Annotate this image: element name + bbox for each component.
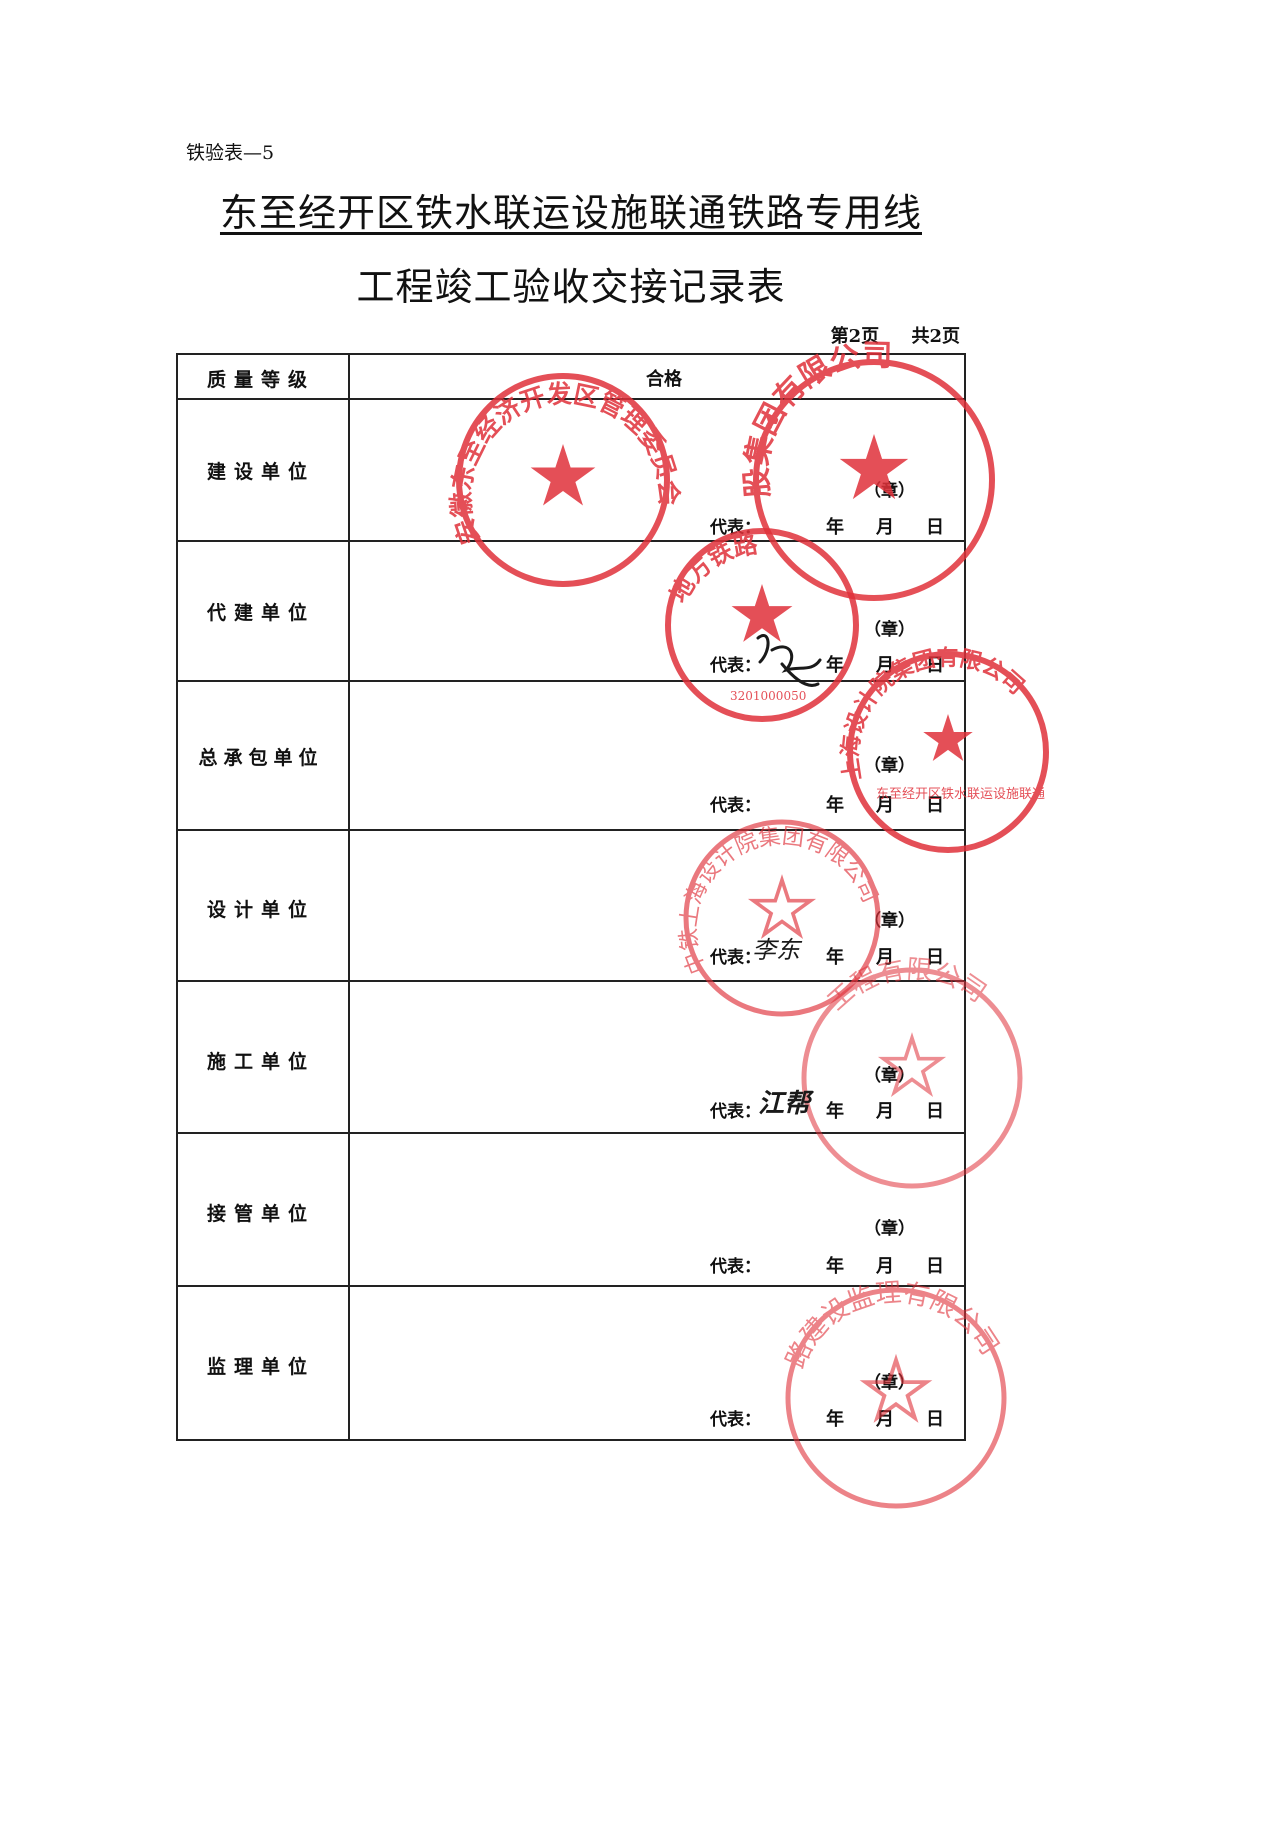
row-label: 总承包单位 [198, 747, 324, 769]
date-month: 月 [876, 795, 894, 816]
seal-placeholder: （章） [864, 1066, 915, 1086]
date-day: 日 [926, 1409, 944, 1430]
row-divider [176, 540, 966, 542]
column-divider [348, 353, 350, 1441]
row-divider [176, 1132, 966, 1134]
row-label: 代建单位 [206, 602, 315, 624]
row-divider [176, 398, 966, 400]
document-subtitle: 工程竣工验收交接记录表 [356, 265, 786, 309]
date-day: 日 [926, 947, 944, 968]
quality-label: 质量等级 [206, 369, 315, 391]
page-number: 第2页 [830, 326, 880, 347]
row-label: 施工单位 [206, 1051, 315, 1073]
date-year: 年 [826, 795, 844, 816]
representative-label: 代表： [710, 656, 761, 676]
representative-label: 代表： [710, 1102, 761, 1122]
date-day: 日 [926, 655, 944, 676]
date-day: 日 [926, 795, 944, 816]
date-month: 月 [876, 947, 894, 968]
date-day: 日 [926, 1101, 944, 1122]
seal-placeholder: （章） [864, 620, 915, 640]
date-month: 月 [876, 517, 894, 538]
representative-label: 代表： [710, 1410, 761, 1430]
date-year: 年 [826, 655, 844, 676]
date-month: 月 [876, 655, 894, 676]
row-label: 设计单位 [206, 899, 315, 921]
table-border-top [176, 353, 966, 355]
row-divider [176, 680, 966, 682]
form-code: 铁验表—5 [186, 142, 275, 164]
seal-placeholder: （章） [864, 756, 915, 776]
date-month: 月 [876, 1101, 894, 1122]
seal-placeholder: （章） [864, 481, 915, 501]
seal-placeholder: （章） [864, 1373, 915, 1393]
date-year: 年 [826, 1256, 844, 1277]
acceptance-table: 质量等级 合格 建设单位 代表： 年 月 日 （章） 代建单位 （章） 代表： … [176, 353, 966, 1441]
date-year: 年 [826, 1101, 844, 1122]
row-divider [176, 980, 966, 982]
row-label: 接管单位 [206, 1203, 315, 1225]
row-label: 监理单位 [206, 1356, 315, 1378]
date-year: 年 [826, 1409, 844, 1430]
seal-placeholder: （章） [864, 1219, 915, 1239]
row-divider [176, 1285, 966, 1287]
date-day: 日 [926, 517, 944, 538]
page-total: 共2页 [911, 326, 960, 347]
date-year: 年 [826, 947, 844, 968]
date-month: 月 [876, 1256, 894, 1277]
table-border-left [176, 353, 178, 1441]
document-title: 东至经开区铁水联运设施联通铁路专用线 [219, 191, 922, 235]
table-border-bottom [176, 1439, 966, 1441]
date-year: 年 [826, 517, 844, 538]
quality-value: 合格 [646, 369, 682, 390]
representative-label: 代表： [710, 1257, 761, 1277]
representative-label: 代表： [710, 948, 761, 968]
date-month: 月 [876, 1409, 894, 1430]
page-indicator: 第2页 共2页 [831, 322, 960, 348]
table-border-right [964, 353, 966, 1441]
seal-placeholder: （章） [864, 911, 915, 931]
representative-label: 代表： [710, 796, 761, 816]
representative-label: 代表： [710, 518, 761, 538]
row-label: 建设单位 [206, 461, 315, 483]
date-day: 日 [926, 1256, 944, 1277]
row-divider [176, 829, 966, 831]
